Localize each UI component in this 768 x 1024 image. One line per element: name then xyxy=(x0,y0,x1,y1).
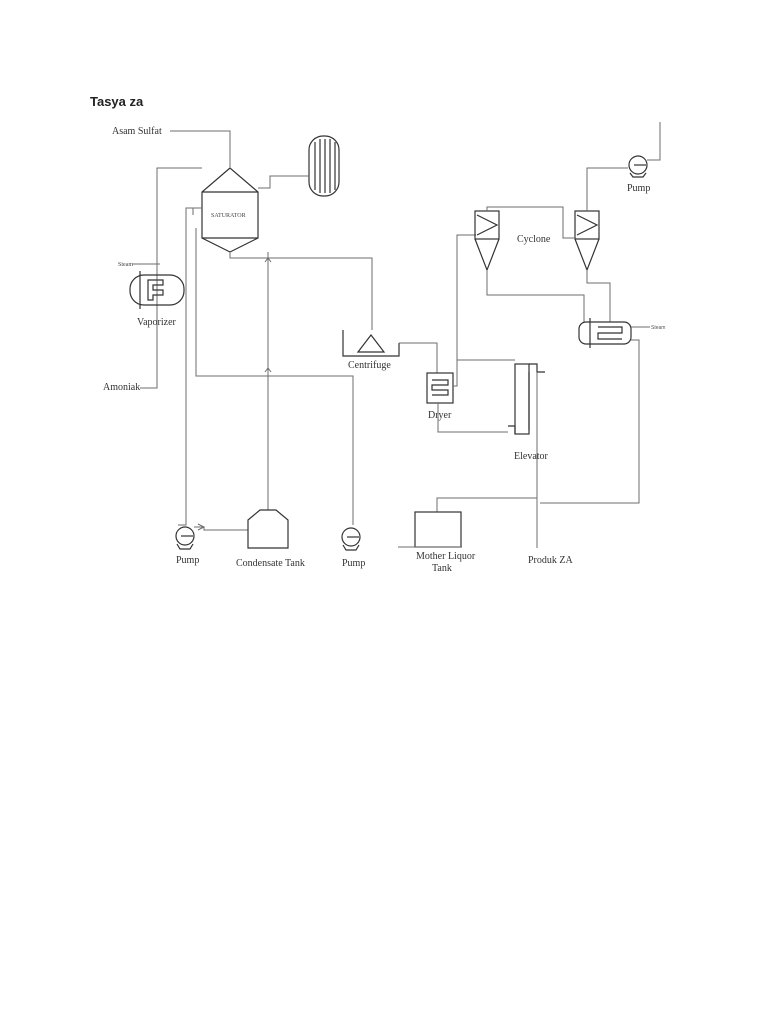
cyclone-1[interactable] xyxy=(474,210,500,272)
saturator-to-centrifuge-line xyxy=(229,252,373,330)
condenser-vessel[interactable] xyxy=(308,135,340,197)
dryer-to-cyclone-line xyxy=(453,234,476,387)
mother-liquor-tank[interactable] xyxy=(414,511,462,548)
cyclone2-to-pump-line xyxy=(586,167,628,211)
elevator-label: Elevator xyxy=(514,451,549,462)
pump-top-label: Pump xyxy=(627,183,650,194)
heater-steam-label: Steam xyxy=(651,325,665,331)
mother-liquor-return-line xyxy=(195,228,354,525)
flow-arrow-1 xyxy=(264,257,272,263)
dryer-to-elevator-line xyxy=(437,403,508,433)
centrifuge-unit[interactable] xyxy=(342,330,400,357)
centrifuge-label: Centrifuge xyxy=(348,360,391,371)
mother-liquor-label-1: Mother Liquor xyxy=(416,551,476,562)
pump-left-to-condensate-line xyxy=(194,526,248,531)
centrifuge-to-dryer-line xyxy=(399,342,438,373)
pump-left-arrow xyxy=(197,523,206,531)
cyclone-2[interactable] xyxy=(574,210,600,272)
condensate-tank-label: Condensate Tank xyxy=(236,558,305,569)
dryer-unit[interactable] xyxy=(426,372,454,404)
pump-left[interactable] xyxy=(175,526,195,550)
heater-unit[interactable] xyxy=(578,318,632,348)
saturator-vessel[interactable] xyxy=(201,167,259,253)
ammonia-to-saturator-line xyxy=(140,167,202,389)
condensate-tank[interactable] xyxy=(247,509,289,549)
elevator-to-mother-liquor-line xyxy=(436,497,537,512)
pump-mid-label: Pump xyxy=(342,558,365,569)
vaporizer-label: Vaporizer xyxy=(137,317,177,328)
saturator-to-condenser-line xyxy=(258,175,309,189)
dryer-label: Dryer xyxy=(428,410,452,421)
pump-top[interactable] xyxy=(628,155,648,178)
asam-sulfat-label: Asam Sulfat xyxy=(112,126,162,137)
cyclone-label: Cyclone xyxy=(517,234,551,245)
pump-mid[interactable] xyxy=(341,527,361,551)
cyclone1-to-cyclone2-line xyxy=(486,206,575,239)
flow-arrow-2 xyxy=(264,367,272,373)
pump-left-label: Pump xyxy=(176,555,199,566)
steam-label: Steam xyxy=(118,262,133,268)
asam-sulfat-line xyxy=(170,130,231,168)
heater-return-line xyxy=(540,339,640,504)
vaporizer-vessel[interactable] xyxy=(129,271,185,309)
page-title: Tasya za xyxy=(90,94,144,109)
saturator-label: SATURATOR xyxy=(211,213,246,219)
saturator-recirc-line xyxy=(178,207,202,526)
cyclone2-bottom-line xyxy=(586,270,611,322)
pump-top-exhaust-line xyxy=(647,122,661,161)
mother-liquor-label-2: Tank xyxy=(432,563,452,574)
cyclone1-bottom-line xyxy=(486,270,585,322)
elevator-unit[interactable] xyxy=(508,363,545,435)
produk-za-label: Produk ZA xyxy=(528,555,574,566)
amoniak-label: Amoniak xyxy=(103,382,140,393)
